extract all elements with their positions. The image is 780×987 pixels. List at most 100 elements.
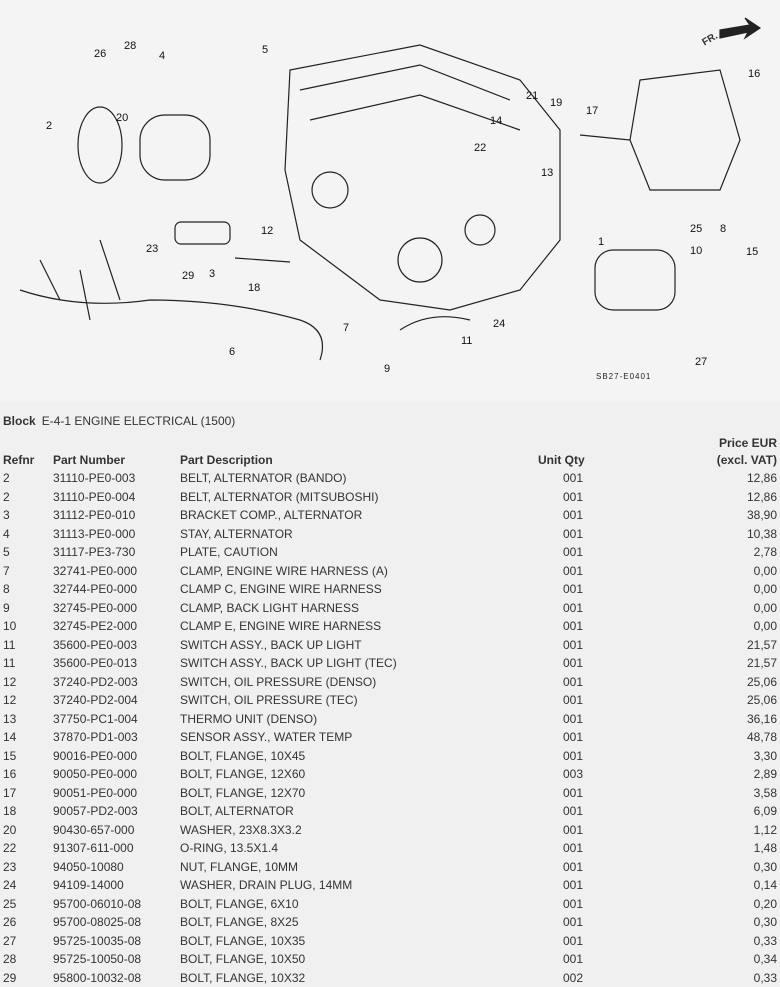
- callout-6: 6: [229, 346, 235, 358]
- cell-description: BOLT, FLANGE, 8X25: [180, 913, 538, 932]
- cell-refnr: 12: [0, 691, 53, 710]
- cell-price: 2,78: [623, 543, 780, 562]
- callout-17: 17: [586, 105, 598, 117]
- cell-price: 1,48: [623, 839, 780, 858]
- cell-refnr: 2: [0, 469, 53, 488]
- callout-15: 15: [746, 246, 758, 258]
- cell-part-number: 31110-PE0-003: [53, 469, 180, 488]
- callout-24: 24: [493, 318, 505, 330]
- cell-price: 36,16: [623, 710, 780, 729]
- cell-description: BOLT, FLANGE, 10X35: [180, 932, 538, 951]
- cell-part-number: 90430-657-000: [53, 821, 180, 840]
- cell-qty: 001: [538, 895, 623, 914]
- cell-qty: 001: [538, 525, 623, 544]
- block-label: Block: [3, 414, 36, 428]
- cell-qty: 002: [538, 969, 623, 987]
- alternator: [140, 115, 210, 180]
- cell-part-number: 95725-10050-08: [53, 950, 180, 969]
- cell-price: 2,89: [623, 765, 780, 784]
- callout-28: 28: [124, 40, 136, 52]
- cell-price: 0,00: [623, 562, 780, 581]
- cell-refnr: 2: [0, 488, 53, 507]
- callout-26: 26: [94, 48, 106, 60]
- cell-description: BRACKET COMP., ALTERNATOR: [180, 506, 538, 525]
- cell-part-number: 31117-PE3-730: [53, 543, 180, 562]
- diagram-code: SB27-E0401: [596, 372, 651, 381]
- cell-price: 48,78: [623, 728, 780, 747]
- cell-part-number: 94109-14000: [53, 876, 180, 895]
- cell-refnr: 3: [0, 506, 53, 525]
- cell-price: 10,38: [623, 525, 780, 544]
- cell-description: CLAMP C, ENGINE WIRE HARNESS: [180, 580, 538, 599]
- cell-price: 0,34: [623, 950, 780, 969]
- cell-part-number: 95700-08025-08: [53, 913, 180, 932]
- callout-18: 18: [248, 282, 260, 294]
- header-price-line1: Price EUR: [719, 436, 777, 450]
- cell-price: 6,09: [623, 802, 780, 821]
- cell-price: 25,06: [623, 691, 780, 710]
- cell-part-number: 90057-PD2-003: [53, 802, 180, 821]
- cell-price: 0,33: [623, 969, 780, 987]
- cell-refnr: 11: [0, 654, 53, 673]
- callout-5: 5: [262, 44, 268, 56]
- cell-price: 12,86: [623, 469, 780, 488]
- cell-refnr: 15: [0, 747, 53, 766]
- cell-part-number: 95800-10032-08: [53, 969, 180, 987]
- cell-description: SWITCH ASSY., BACK UP LIGHT (TEC): [180, 654, 538, 673]
- cell-part-number: 32741-PE0-000: [53, 562, 180, 581]
- cell-part-number: 37870-PD1-003: [53, 728, 180, 747]
- header-price-line2: (excl. VAT): [717, 453, 777, 467]
- cell-qty: 001: [538, 913, 623, 932]
- cell-qty: 001: [538, 673, 623, 692]
- header-part-number: Part Number: [53, 433, 180, 469]
- callout-7: 7: [343, 322, 349, 334]
- header-refnr: Refnr: [0, 433, 53, 469]
- header-qty: Unit Qty: [538, 433, 623, 469]
- cell-refnr: 22: [0, 839, 53, 858]
- cell-qty: 001: [538, 617, 623, 636]
- callout-10: 10: [690, 245, 702, 257]
- callout-12: 12: [261, 225, 273, 237]
- cell-qty: 001: [538, 821, 623, 840]
- cell-refnr: 5: [0, 543, 53, 562]
- callout-3: 3: [209, 268, 215, 280]
- cell-refnr: 23: [0, 858, 53, 877]
- cell-price: 0,20: [623, 895, 780, 914]
- cell-description: CLAMP E, ENGINE WIRE HARNESS: [180, 617, 538, 636]
- cell-description: WASHER, 23X8.3X3.2: [180, 821, 538, 840]
- cell-qty: 001: [538, 636, 623, 655]
- cell-refnr: 27: [0, 932, 53, 951]
- cell-part-number: 31110-PE0-004: [53, 488, 180, 507]
- cell-price: 21,57: [623, 636, 780, 655]
- callout-21: 21: [526, 90, 538, 102]
- cell-qty: 001: [538, 858, 623, 877]
